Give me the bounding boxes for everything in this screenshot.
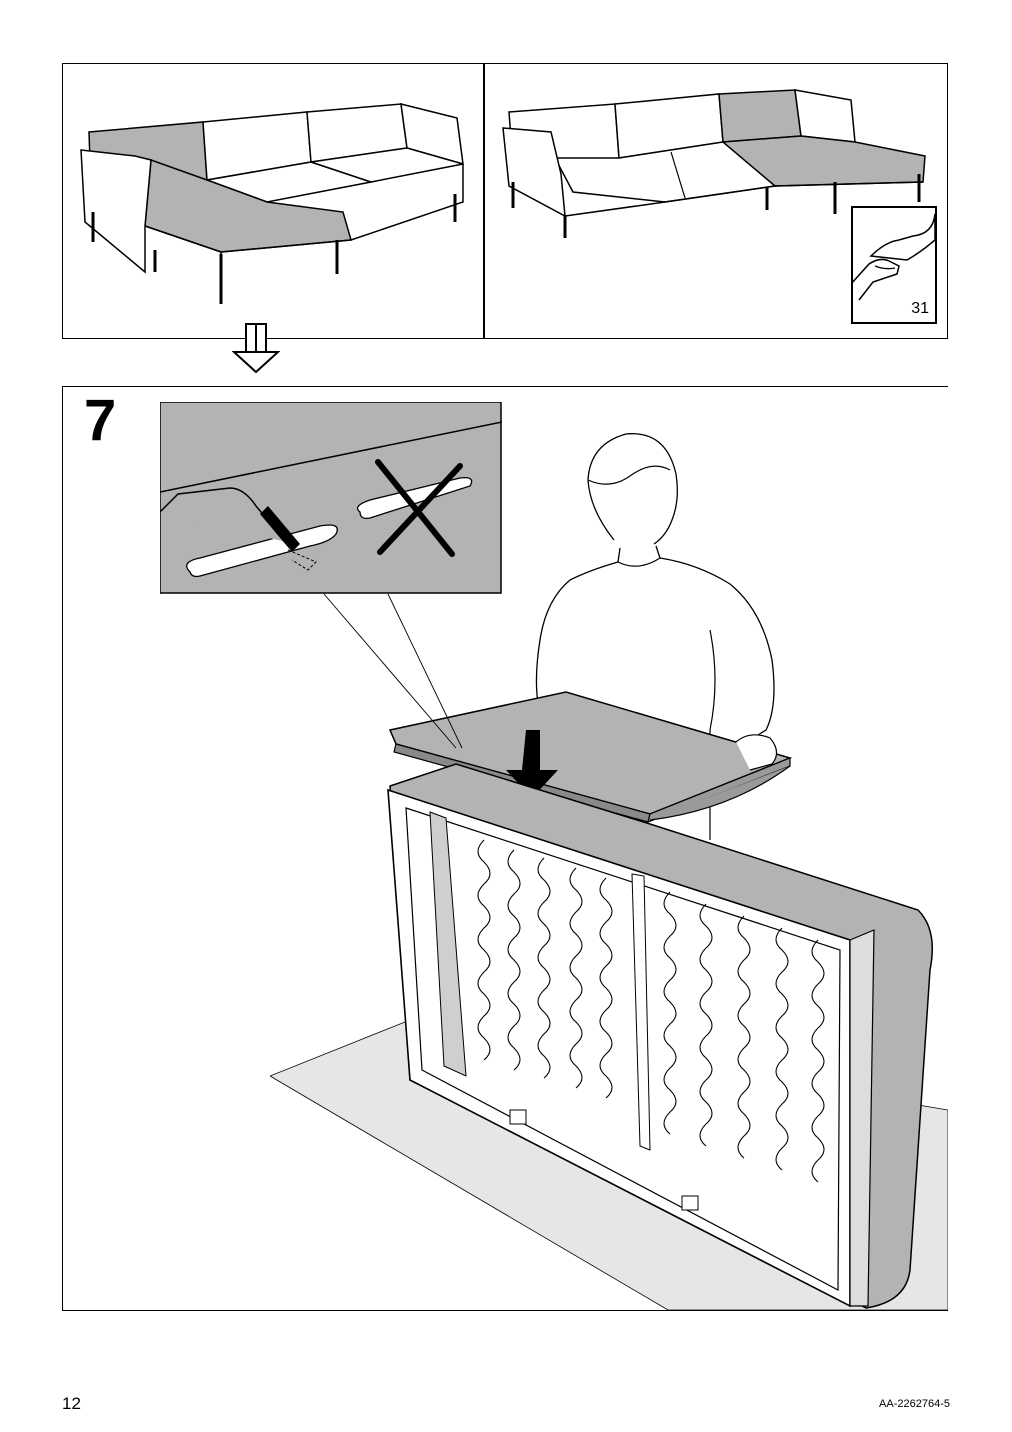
page-reference-box[interactable]: 31 <box>851 206 937 324</box>
sofa-right-chaise-illustration <box>502 89 926 238</box>
backrest-assembly-illustration <box>270 433 948 1310</box>
step-7-panel <box>62 386 948 1311</box>
top-panels-frame: 31 <box>62 63 948 339</box>
step-number: 7 <box>84 388 117 453</box>
document-code: AA-2262764-5 <box>879 1398 950 1410</box>
panel-divider <box>483 64 485 338</box>
page-number: 12 <box>62 1394 81 1413</box>
page-turn-icon <box>851 213 936 301</box>
forbidden-x-icon <box>375 459 463 557</box>
sofa-left-chaise-illustration <box>80 103 464 304</box>
double-arrow-down-icon <box>232 323 280 374</box>
detail-inset <box>160 402 502 594</box>
page-reference-number: 31 <box>911 300 929 317</box>
down-arrow-icon <box>506 730 558 798</box>
